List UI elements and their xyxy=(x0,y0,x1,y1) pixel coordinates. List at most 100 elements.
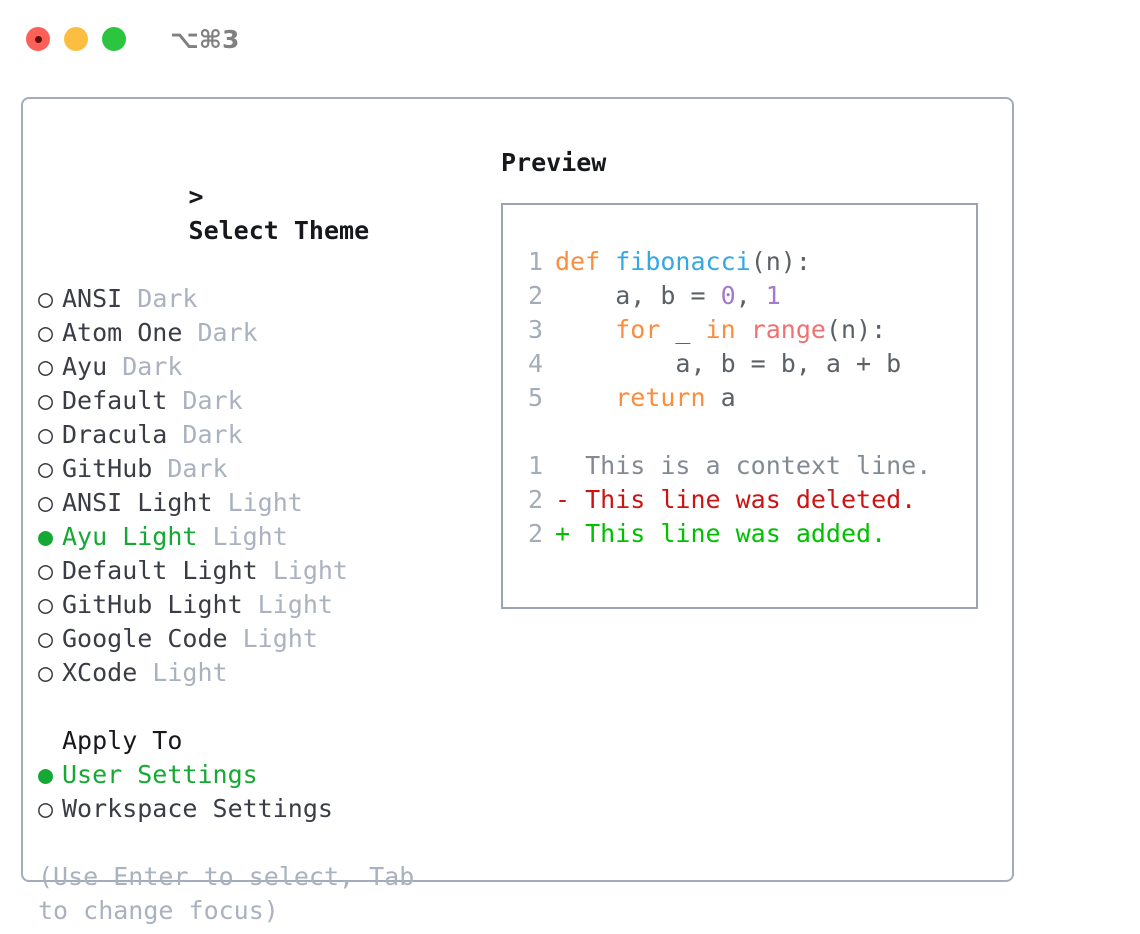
theme-option-list: ○ANSI Dark○Atom One Dark○Ayu Dark○Defaul… xyxy=(38,282,478,690)
theme-option-variant: Dark xyxy=(167,420,243,449)
close-dot-icon[interactable] xyxy=(26,27,50,51)
code-token: for xyxy=(615,315,661,344)
code-token: a, b = b, a + b xyxy=(555,349,902,378)
traffic-light-buttons xyxy=(26,27,126,51)
line-number: 1 xyxy=(527,247,543,276)
code-token: _ xyxy=(660,315,706,344)
theme-option-label: Ayu Light xyxy=(62,522,198,551)
line-number: 2 xyxy=(527,281,543,310)
select-theme-heading: > Select Theme xyxy=(38,146,478,282)
radio-unselected-icon: ○ xyxy=(38,658,54,687)
code-line: 5 return a xyxy=(517,381,976,415)
radio-selected-icon: ● xyxy=(38,760,54,789)
theme-option-ayu[interactable]: ○Ayu Dark xyxy=(38,350,478,384)
code-token: def xyxy=(555,247,616,276)
code-token: , xyxy=(735,281,766,310)
theme-option-label: Default Light xyxy=(62,556,258,585)
theme-option-dracula[interactable]: ○ Dracula Dark xyxy=(38,418,478,452)
diff-line: 2+ This line was added. xyxy=(517,517,976,551)
radio-unselected-icon: ○ xyxy=(38,284,54,313)
code-token: a xyxy=(705,383,736,412)
line-number: 1 xyxy=(527,451,543,480)
apply-to-option-workspace-settings[interactable]: ○ Workspace Settings xyxy=(38,792,478,826)
theme-option-variant: Light xyxy=(212,488,303,517)
theme-picker-panel: > Select Theme ○ANSI Dark○Atom One Dark○… xyxy=(21,97,1014,925)
theme-option-default[interactable]: ○ Default Dark xyxy=(38,384,478,418)
theme-option-variant: Light xyxy=(257,556,348,585)
code-token: + This line was added. xyxy=(555,519,887,548)
theme-option-variant: Light xyxy=(197,522,288,551)
code-token: (n): xyxy=(750,247,811,276)
code-token xyxy=(736,315,751,344)
radio-unselected-icon: ○ xyxy=(38,590,54,619)
theme-option-variant: Light xyxy=(227,624,318,653)
apply-to-option-label: Workspace Settings xyxy=(62,794,333,823)
theme-option-label: ANSI Light xyxy=(62,488,213,517)
code-diff-spacer xyxy=(517,415,976,449)
code-token xyxy=(555,315,615,344)
theme-option-label: Atom One xyxy=(62,318,183,347)
theme-option-variant: Dark xyxy=(182,318,258,347)
code-line: 3 for _ in range(n): xyxy=(517,313,976,347)
maximize-dot-icon[interactable] xyxy=(102,27,126,51)
theme-option-xcode[interactable]: ○ XCode Light xyxy=(38,656,478,690)
line-number: 2 xyxy=(527,485,543,514)
code-line: 2 a, b = 0, 1 xyxy=(517,279,976,313)
theme-option-ansi-light[interactable]: ○ ANSI Light Light xyxy=(38,486,478,520)
line-number: 5 xyxy=(527,383,543,412)
code-token: 0 xyxy=(720,281,736,310)
radio-unselected-icon: ○ xyxy=(38,488,54,517)
code-token: in xyxy=(705,315,736,344)
theme-option-label: Google Code xyxy=(62,624,228,653)
diff-line: 2 - This line was deleted. xyxy=(517,483,976,517)
radio-unselected-icon: ○ xyxy=(38,386,54,415)
radio-unselected-icon: ○ xyxy=(38,556,54,585)
focus-caret-icon: > xyxy=(188,182,204,211)
code-token: 1 xyxy=(765,281,781,310)
theme-option-variant: Dark xyxy=(122,284,198,313)
theme-option-label: ANSI xyxy=(62,284,123,313)
theme-option-default-light[interactable]: ○ Default Light Light xyxy=(38,554,478,588)
keyboard-shortcut-label: ⌥⌘3 xyxy=(170,24,240,54)
code-line: 4 a, b = b, a + b xyxy=(517,347,976,381)
theme-option-label: XCode xyxy=(62,658,138,687)
minimize-dot-icon[interactable] xyxy=(64,27,88,51)
diff-line: 1 This is a context line. xyxy=(517,449,976,483)
theme-option-variant: Dark xyxy=(107,352,183,381)
code-token: a, b = xyxy=(555,281,721,310)
radio-unselected-icon: ○ xyxy=(38,318,54,347)
radio-selected-icon: ● xyxy=(38,522,54,551)
keyboard-hint-text: (Use Enter to select, Tab to change focu… xyxy=(38,862,430,925)
code-token xyxy=(555,383,615,412)
radio-unselected-icon: ○ xyxy=(38,794,54,823)
theme-option-variant: Dark xyxy=(167,386,243,415)
theme-option-ayu-light[interactable]: ● Ayu Light Light xyxy=(38,520,478,554)
theme-list-column: > Select Theme ○ANSI Dark○Atom One Dark○… xyxy=(38,146,478,928)
radio-unselected-icon: ○ xyxy=(38,352,54,381)
theme-option-label: GitHub xyxy=(62,454,153,483)
theme-option-github[interactable]: ○ GitHub Dark xyxy=(38,452,478,486)
theme-option-variant: Light xyxy=(242,590,333,619)
diff-sample: 1 This is a context line.2 - This line wa… xyxy=(517,449,976,551)
line-number: 4 xyxy=(527,349,543,378)
theme-option-label: Default xyxy=(62,386,168,415)
code-token: return xyxy=(615,383,706,412)
theme-option-atom-one[interactable]: ○ Atom One Dark xyxy=(38,316,478,350)
code-token: - This line was deleted. xyxy=(555,485,917,514)
radio-unselected-icon: ○ xyxy=(38,454,54,483)
select-theme-label: Select Theme xyxy=(188,216,370,245)
radio-unselected-icon: ○ xyxy=(38,420,54,449)
code-token: fibonacci xyxy=(615,247,751,276)
title-bar: ⌥⌘3 xyxy=(0,0,1140,78)
theme-option-label: Dracula xyxy=(62,420,168,449)
theme-option-ansi[interactable]: ○ ANSI Dark xyxy=(38,282,478,316)
code-line: 1 def fibonacci(n): xyxy=(517,245,976,279)
apply-to-option-user-settings[interactable]: ● User Settings xyxy=(38,758,478,792)
theme-option-github-light[interactable]: ○GitHub Light Light xyxy=(38,588,478,622)
theme-option-variant: Light xyxy=(137,658,228,687)
theme-option-variant: Dark xyxy=(152,454,228,483)
theme-option-google-code[interactable]: ○Google Code Light xyxy=(38,622,478,656)
apply-to-option-label: User Settings xyxy=(62,760,258,789)
